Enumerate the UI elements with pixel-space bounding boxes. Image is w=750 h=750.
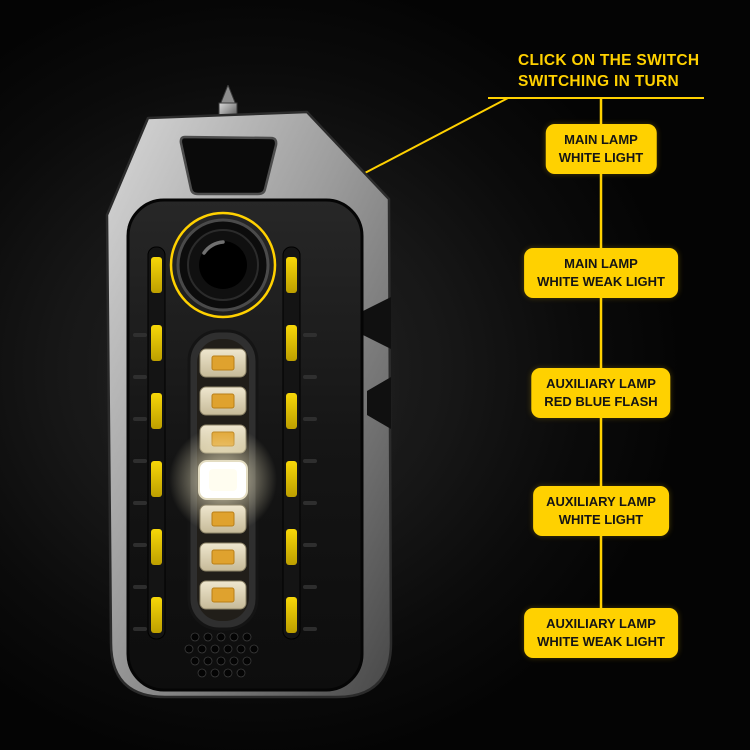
mode-line1: AUXILIARY LAMP: [546, 616, 656, 631]
mode-label-main-white: MAIN LAMP WHITE LIGHT: [545, 124, 657, 174]
callout-heading-line1: CLICK ON THE SWITCH: [518, 52, 700, 69]
mode-label-aux-weak: AUXILIARY LAMP WHITE WEAK LIGHT: [524, 608, 678, 658]
led-strip: [169, 329, 277, 631]
speaker-grille: [184, 632, 259, 678]
mode-label-aux-flash: AUXILIARY LAMP RED BLUE FLASH: [531, 368, 671, 418]
mode-line2: WHITE WEAK LIGHT: [537, 274, 665, 289]
right-reflector-strip: [282, 246, 301, 640]
mode-line1: AUXILIARY LAMP: [546, 376, 656, 391]
flashlight-product-image: [105, 85, 393, 699]
callout-heading: CLICK ON THE SWITCH SWITCHING IN TURN: [518, 50, 699, 92]
bottle-opener-notch: [363, 297, 391, 349]
mode-label-aux-white: AUXILIARY LAMP WHITE LIGHT: [533, 486, 669, 536]
mode-line2: RED BLUE FLASH: [544, 394, 658, 409]
carabiner-hole: [179, 135, 278, 196]
led-segment: [199, 504, 247, 534]
lit-white-led: [169, 426, 277, 534]
power-switch-button: [169, 211, 277, 319]
led-segment: [199, 542, 247, 572]
mode-line2: WHITE LIGHT: [558, 150, 644, 165]
mode-line2: WHITE LIGHT: [558, 512, 644, 527]
clip-notch: [367, 377, 391, 429]
led-segment: [199, 580, 247, 610]
grip-ribs: [133, 333, 317, 631]
mode-line1: AUXILIARY LAMP: [546, 494, 656, 509]
left-reflector-strip: [147, 246, 166, 640]
mode-line1: MAIN LAMP: [564, 256, 638, 271]
mode-line2: WHITE WEAK LIGHT: [537, 634, 665, 649]
mode-line1: MAIN LAMP: [564, 132, 638, 147]
led-segment: [199, 386, 247, 416]
mode-label-main-weak: MAIN LAMP WHITE WEAK LIGHT: [524, 248, 678, 298]
callout-heading-line2: SWITCHING IN TURN: [518, 73, 679, 90]
switch-highlight-ring: [169, 211, 277, 319]
led-segment: [199, 348, 247, 378]
